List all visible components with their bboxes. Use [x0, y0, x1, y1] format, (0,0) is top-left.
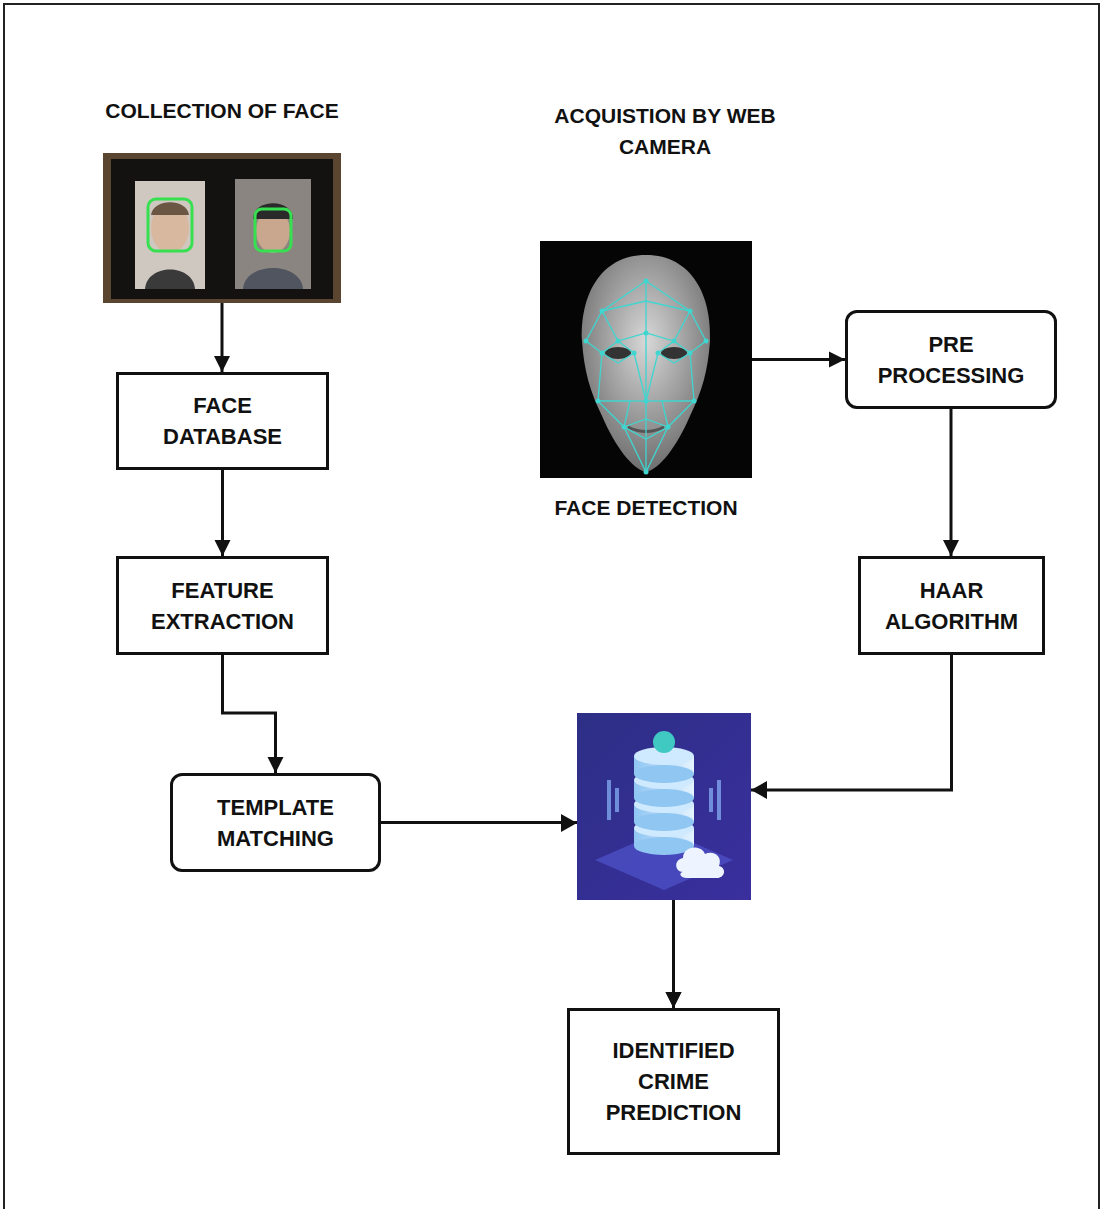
connector-arrow	[221, 470, 224, 556]
heading-label: FACE DETECTION	[554, 492, 737, 523]
camera-group: ACQUISTION BY WEB CAMERAFACE DETECTION	[540, 100, 752, 523]
heading-label: COLLECTION OF FACE	[105, 95, 338, 126]
face-detection-image	[540, 241, 752, 478]
connector-arrow	[223, 655, 276, 773]
heading-label: ACQUISTION BY WEB CAMERA	[534, 100, 796, 162]
box-label: FACE DATABASE	[139, 390, 306, 452]
output-box: IDENTIFIED CRIME PREDICTION	[567, 1008, 780, 1155]
photo-group: COLLECTION OF FACE	[103, 95, 341, 303]
box-label: PRE PROCESSING	[868, 329, 1034, 391]
database-cloud-icon	[555, 700, 775, 920]
box-label: TEMPLATE MATCHING	[193, 792, 358, 854]
process-box: PRE PROCESSING	[845, 310, 1057, 409]
process-box: FACE DATABASE	[116, 372, 329, 470]
box-label: IDENTIFIED CRIME PREDICTION	[590, 1035, 757, 1128]
face-photo	[103, 153, 341, 303]
box-label: HAAR ALGORITHM	[881, 575, 1022, 637]
process-box: TEMPLATE MATCHING	[170, 773, 381, 872]
connector-arrow	[221, 303, 224, 372]
connector-arrow	[752, 358, 845, 361]
process-box: HAAR ALGORITHM	[858, 556, 1045, 655]
process-box: FEATURE EXTRACTION	[116, 556, 329, 655]
box-label: FEATURE EXTRACTION	[139, 575, 306, 637]
connector-arrow	[950, 409, 953, 556]
